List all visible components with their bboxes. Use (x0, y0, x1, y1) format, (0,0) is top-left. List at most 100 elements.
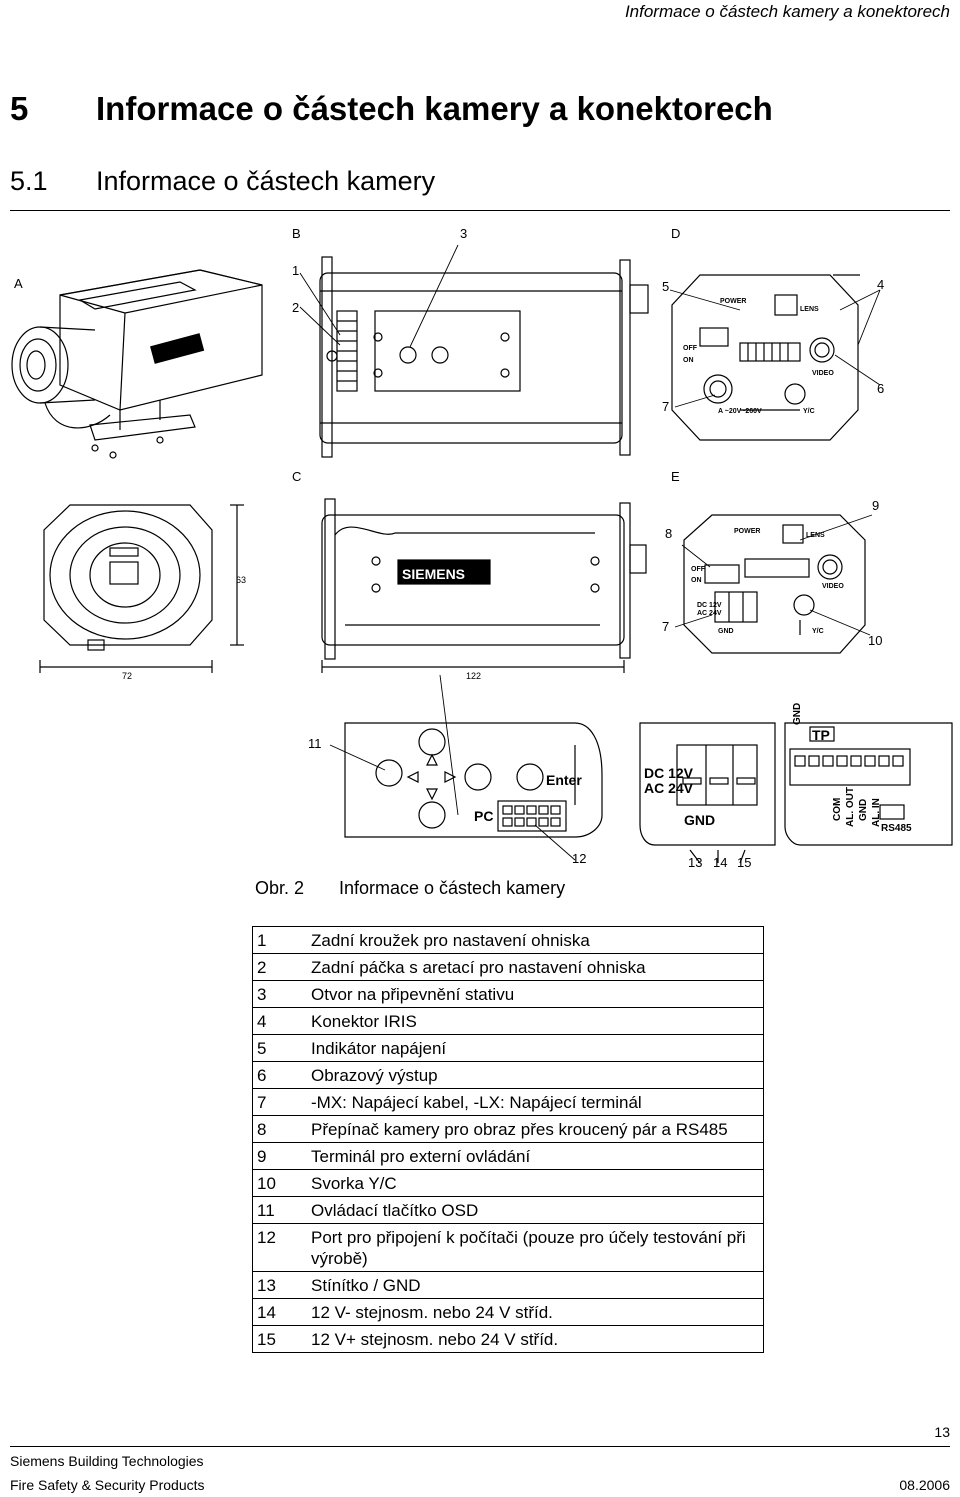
legend-number: 14 (252, 1298, 307, 1326)
legend-number: 15 (252, 1325, 307, 1353)
legend-description: Obrazový výstup (307, 1061, 764, 1089)
heading-rule (10, 210, 950, 211)
rear-panel-mx (671, 274, 860, 441)
view-label-a: A (14, 276, 23, 291)
camera-3d-view (11, 269, 263, 459)
osd-control-panel (344, 722, 603, 838)
legend-description: Zadní páčka s aretací pro nastavení ohni… (307, 953, 764, 981)
terminal-rs485-label: RS485 (881, 823, 912, 834)
legend-number: 13 (252, 1271, 307, 1299)
legend-description: Ovládací tlačítko OSD (307, 1196, 764, 1224)
legend-number: 10 (252, 1169, 307, 1197)
subsection-heading: 5.1 Informace o částech kamery (10, 166, 435, 197)
panel-e-lens-label: LENS (806, 532, 825, 539)
callout-2: 2 (292, 300, 299, 315)
panel-e-yc-label: Y/C (812, 628, 824, 635)
legend-description: -MX: Napájecí kabel, -LX: Napájecí termi… (307, 1088, 764, 1116)
legend-number: 12 (252, 1223, 307, 1272)
legend-description: Otvor na připevnění stativu (307, 980, 764, 1008)
footer-rule (10, 1446, 950, 1447)
running-header: Informace o částech kamery a konektorech (624, 2, 950, 21)
callout-6: 6 (877, 381, 884, 396)
footer-division: Fire Safety & Security Products (10, 1477, 205, 1493)
legend-row: 7-MX: Napájecí kabel, -LX: Napájecí term… (252, 1088, 764, 1116)
footer-company: Siemens Building Technologies (10, 1453, 204, 1469)
legend-description: Indikátor napájení (307, 1034, 764, 1062)
callout-15: 15 (737, 855, 751, 870)
legend-description: Konektor IRIS (307, 1007, 764, 1035)
legend-number: 2 (252, 953, 307, 981)
legend-description: Terminál pro externí ovládání (307, 1142, 764, 1170)
dimension-width: 72 (122, 671, 132, 681)
leader-lines (299, 244, 881, 861)
panel-e-power-label: POWER (734, 528, 760, 535)
panel-yc-label: Y/C (803, 408, 815, 415)
legend-description: 12 V- stejnosm. nebo 24 V stříd. (307, 1298, 764, 1326)
callout-8: 8 (665, 526, 672, 541)
camera-side-view (321, 498, 647, 673)
figure-caption-text: Informace o částech kamery (339, 878, 566, 898)
camera-side-brand (397, 559, 491, 585)
callout-5: 5 (662, 279, 669, 294)
camera-top-view (319, 256, 649, 458)
section-title: Informace o částech kamery a konektorech (96, 90, 773, 127)
legend-description: Zadní kroužek pro nastavení ohniska (307, 926, 764, 954)
panel-e-off-label: OFF (691, 566, 706, 573)
callout-7-top: 7 (662, 399, 669, 414)
legend-description: Stínítko / GND (307, 1271, 764, 1299)
callout-12: 12 (572, 851, 586, 866)
panel-lens-label: LENS (800, 306, 819, 313)
dimension-height: 63 (236, 575, 246, 585)
power-terminal-detail (639, 722, 776, 864)
subsection-title: Informace o částech kamery (96, 166, 436, 196)
camera-3d-brand (150, 333, 205, 364)
panel-e-ac-label: AC 24V (697, 610, 722, 617)
terminal-dc-label: DC 12V (644, 765, 694, 781)
callout-7-bottom: 7 (662, 619, 669, 634)
terminal-alin-label: AL. IN (871, 798, 882, 827)
panel-e-dc-label: DC 12V (697, 602, 722, 609)
callout-1: 1 (292, 263, 299, 278)
legend-description: Svorka Y/C (307, 1169, 764, 1197)
panel-off-label: OFF (683, 345, 698, 352)
panel-on-label: ON (683, 357, 694, 364)
legend-description: Port pro připojení k počítači (pouze pro… (307, 1223, 764, 1272)
terminal-alout-label: AL. OUT (845, 787, 856, 827)
subsection-number: 5.1 (10, 166, 48, 196)
view-label-c: C (292, 469, 301, 484)
terminal-gnd-bottom-label: GND (858, 799, 869, 821)
panel-video-label: VIDEO (812, 370, 834, 377)
panel-ac-label: A ~20V~260V (718, 408, 762, 415)
legend-number: 6 (252, 1061, 307, 1089)
legend-number: 1 (252, 926, 307, 954)
dimension-length: 122 (466, 671, 481, 681)
callout-3: 3 (460, 226, 467, 241)
panel-e-gnd-label: GND (718, 628, 734, 635)
callout-9: 9 (872, 498, 879, 513)
page-number: 13 (934, 1424, 950, 1440)
terminal-gnd-top-label: GND (792, 703, 803, 725)
legend-number: 5 (252, 1034, 307, 1062)
legend-description: 12 V+ stejnosm. nebo 24 V stříd. (307, 1325, 764, 1353)
view-label-d: D (671, 226, 680, 241)
callout-11: 11 (308, 736, 322, 751)
legend-number: 3 (252, 980, 307, 1008)
side-brand-text: SIEMENS (402, 566, 465, 582)
legend-number: 8 (252, 1115, 307, 1143)
terminal-com-label: COM (832, 798, 843, 821)
terminal-gnd-label: GND (684, 812, 715, 828)
callout-14: 14 (713, 855, 727, 870)
panel-power-label: POWER (720, 298, 746, 305)
